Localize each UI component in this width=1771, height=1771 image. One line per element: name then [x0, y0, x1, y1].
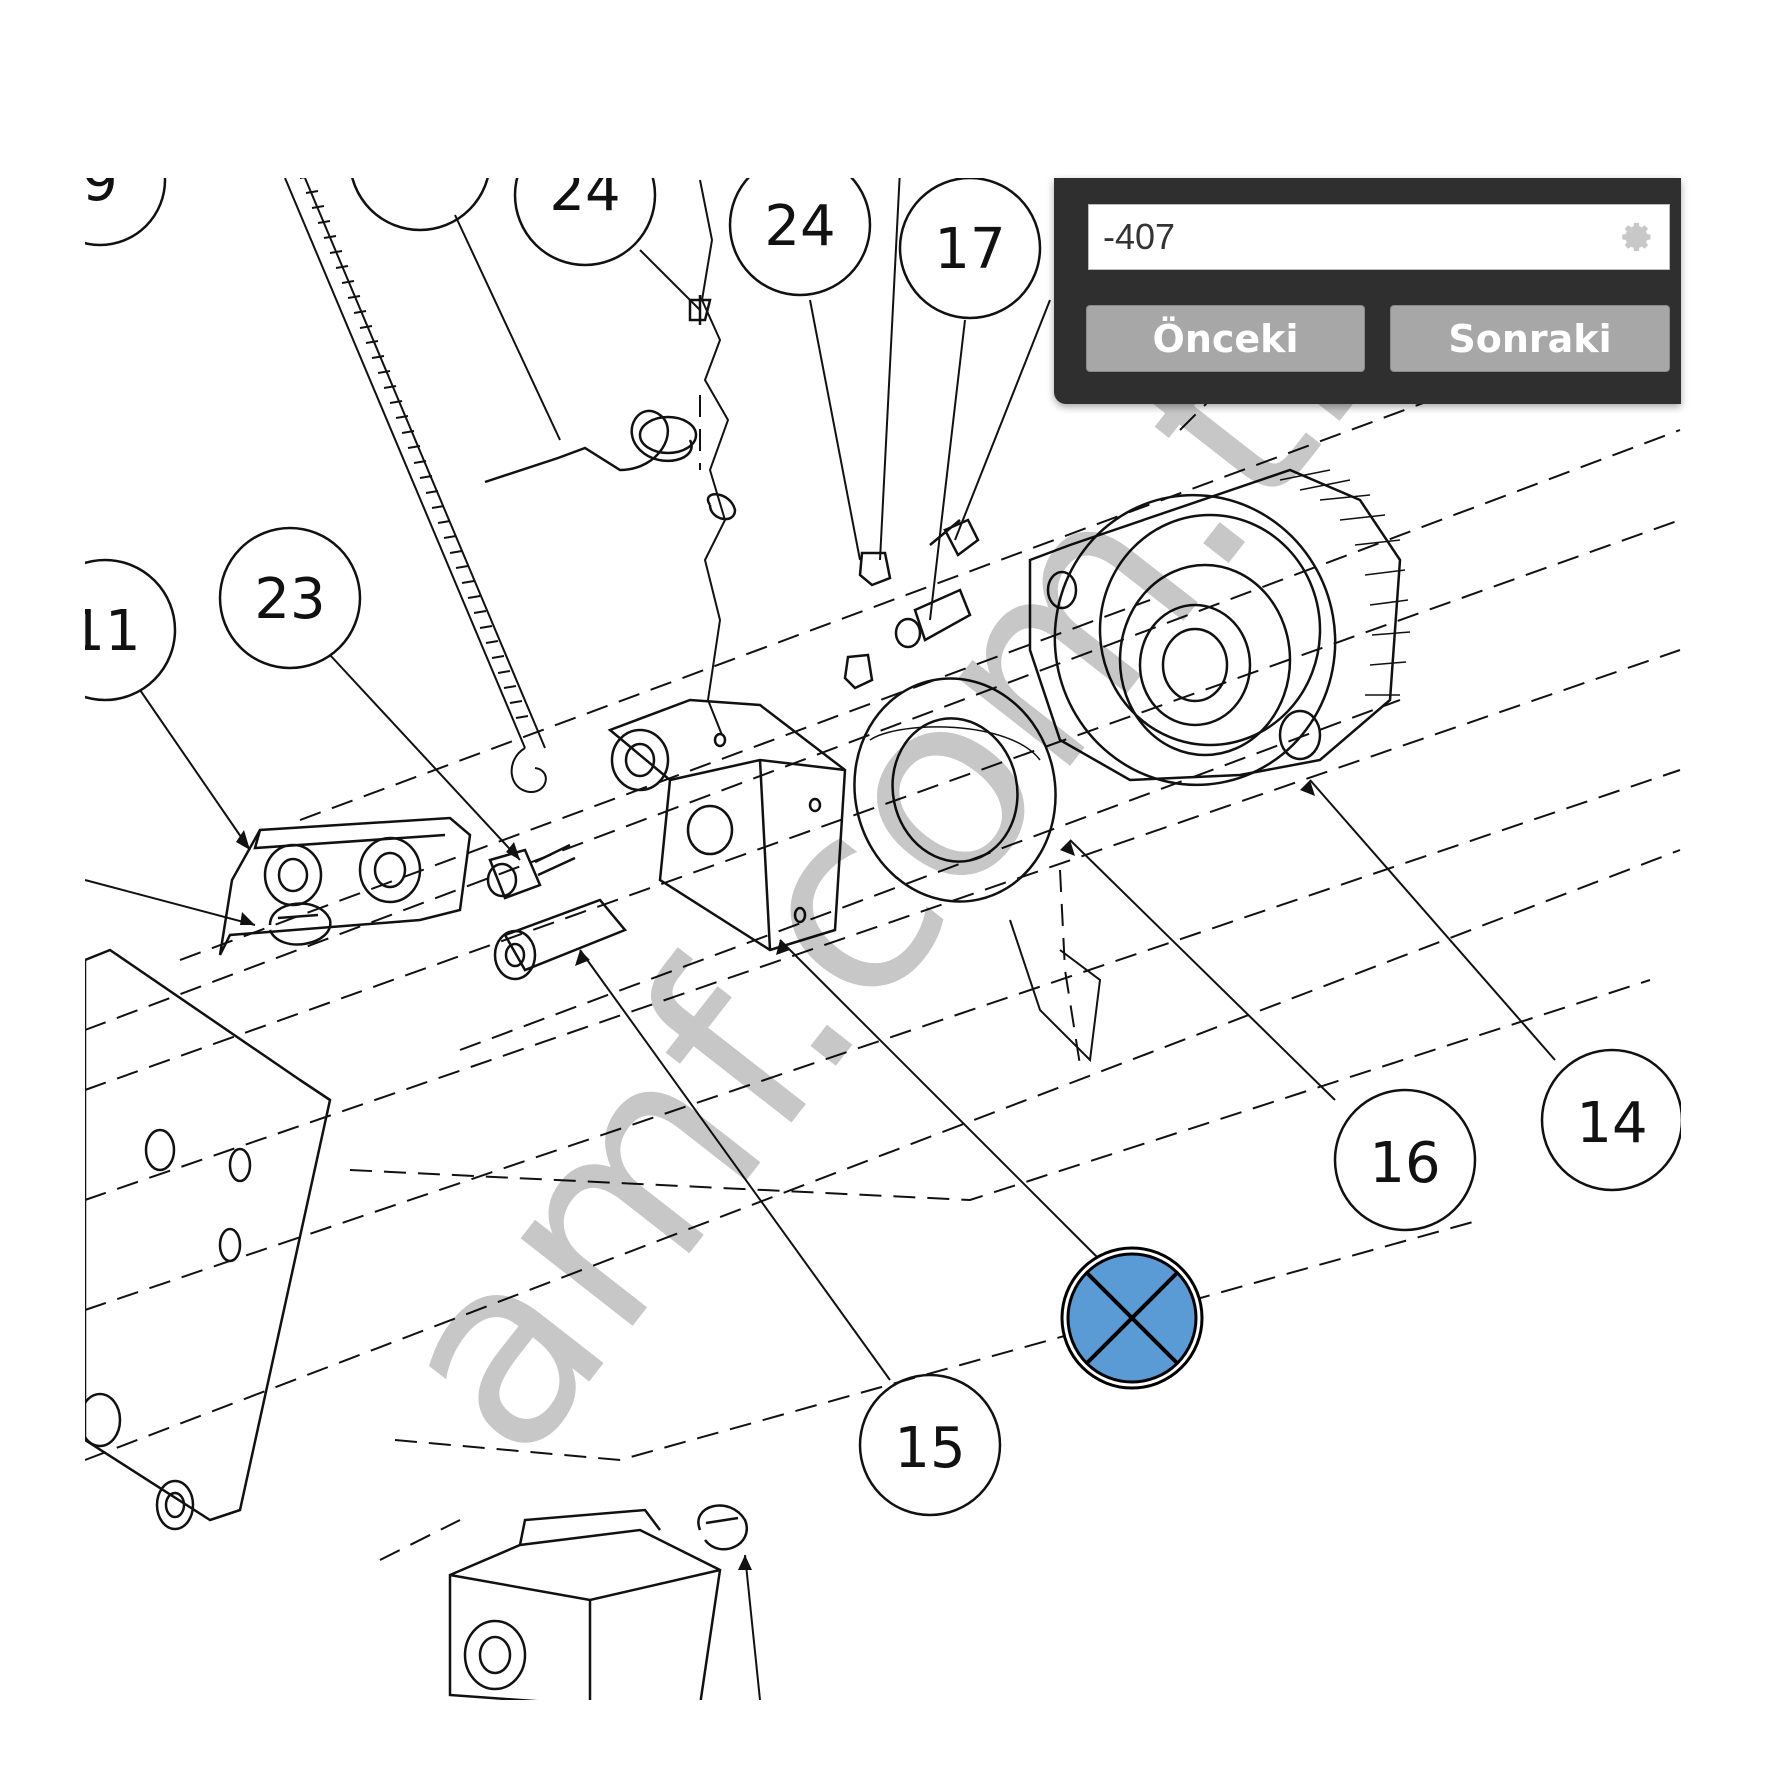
previous-button[interactable]: Önceki	[1086, 305, 1365, 372]
callout-17: 17	[934, 217, 1005, 282]
next-button[interactable]: Sonraki	[1390, 305, 1670, 372]
callout-24-right: 24	[764, 194, 835, 259]
search-field[interactable]	[1088, 204, 1670, 270]
location-marker[interactable]	[1060, 1246, 1204, 1390]
search-input[interactable]	[1089, 205, 1609, 269]
callout-15: 15	[894, 1416, 965, 1481]
callout-16: 16	[1369, 1131, 1440, 1196]
search-panel: Önceki Sonraki	[1054, 178, 1681, 404]
callout-14: 14	[1576, 1091, 1647, 1156]
callout-23: 23	[254, 567, 325, 632]
gear-icon[interactable]	[1619, 219, 1655, 255]
